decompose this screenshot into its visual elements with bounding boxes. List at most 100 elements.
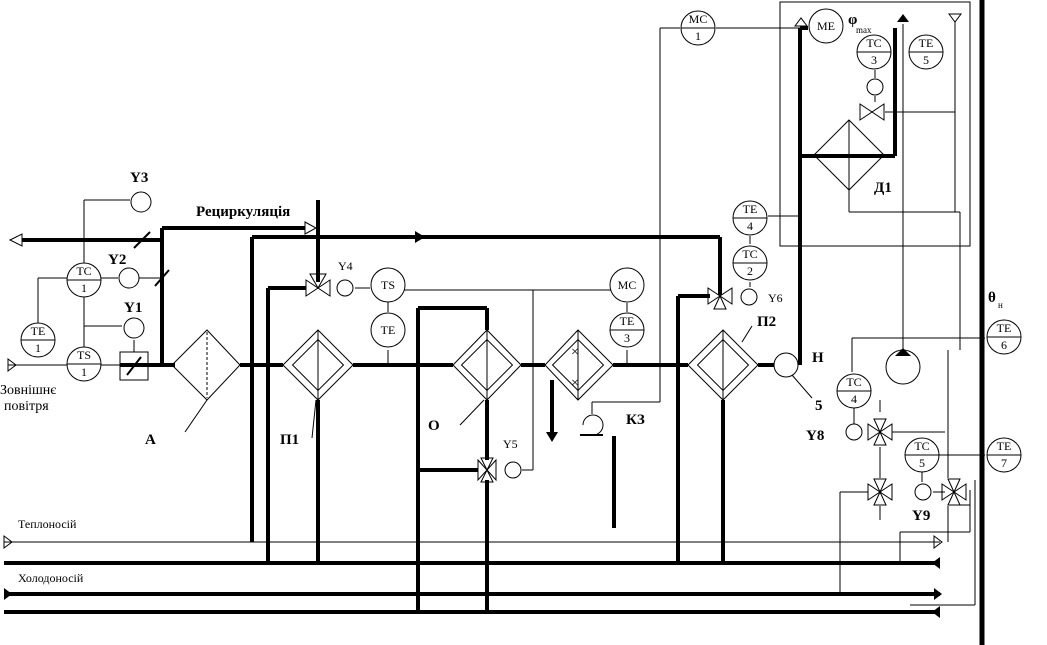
instrument-te6: TE 6	[986, 319, 1022, 355]
svg-text:5: 5	[919, 456, 925, 470]
y5-label: Y5	[503, 437, 518, 451]
valve-y9-left	[867, 478, 893, 506]
y9-label: Y9	[912, 508, 930, 524]
svg-text:TE: TE	[620, 314, 635, 328]
valve-y9-right	[941, 478, 967, 506]
actuator-y3	[130, 191, 152, 213]
svg-text:TE: TE	[381, 323, 396, 337]
instrument-ts1: TS 1	[66, 346, 102, 382]
svg-text:MC: MC	[618, 278, 637, 292]
heater-p1	[282, 200, 354, 562]
instrument-tc1: TC 1	[66, 262, 102, 298]
y6-label: Y6	[768, 291, 783, 305]
svg-text:TC: TC	[76, 264, 91, 278]
instrument-tc5: TC 5	[904, 437, 940, 473]
svg-text:TE: TE	[743, 202, 758, 216]
svg-text:TC: TC	[742, 247, 757, 261]
fan-h	[773, 352, 813, 399]
svg-text:1: 1	[81, 281, 87, 295]
y2-label: Y2	[108, 252, 126, 268]
carrier-lines	[3, 286, 943, 618]
humidifier-k3: × ×	[544, 329, 660, 528]
unit-a-label: А	[145, 432, 156, 448]
svg-text:TC: TC	[866, 36, 881, 50]
svg-text:×: ×	[571, 345, 579, 360]
recirc-arrow	[304, 221, 318, 235]
actuator-y2	[118, 267, 140, 289]
instrument-tc2: TC 2	[732, 245, 768, 281]
svg-text:TE: TE	[997, 321, 1012, 335]
svg-text:4: 4	[851, 392, 857, 406]
actuator-y4	[336, 279, 354, 297]
exhaust-arrow	[8, 233, 23, 247]
svg-text:1: 1	[35, 341, 41, 355]
actuator-y5	[504, 461, 522, 479]
instrument-me: ME	[808, 8, 844, 44]
instrument-te1: TE 1	[20, 322, 56, 358]
heat-carrier-label: Теплоносій	[18, 517, 77, 531]
svg-text:TE: TE	[31, 324, 46, 338]
damper-y1-top	[154, 269, 170, 287]
recirculation-lines	[8, 221, 722, 542]
actuator-y8	[845, 423, 863, 441]
svg-text:MC: MC	[689, 12, 708, 26]
actuator-y1	[123, 317, 145, 339]
svg-text:1: 1	[695, 29, 701, 43]
actuator-y9	[914, 483, 932, 501]
instrument-te3: TE 3	[609, 312, 645, 348]
svg-text:2: 2	[747, 264, 753, 278]
valve-room	[859, 103, 885, 121]
valve-y8	[867, 418, 893, 446]
instrument-te4: TE 4	[732, 200, 768, 236]
svg-text:×: ×	[571, 376, 579, 391]
svg-text:3: 3	[871, 53, 877, 67]
heater-p2	[676, 294, 759, 562]
cooler-o	[416, 306, 522, 612]
unit-d1-label: Д1	[874, 180, 892, 196]
damper-blade	[126, 356, 142, 376]
phi-subscript: max	[856, 25, 872, 35]
actuator-y6	[740, 288, 758, 306]
svg-text:TS: TS	[381, 278, 395, 292]
y1-label: Y1	[124, 300, 142, 316]
instrument-te-p1: TE	[370, 312, 406, 348]
valve-y5	[477, 457, 497, 483]
svg-text:6: 6	[1001, 338, 1007, 352]
room-box	[779, 1, 971, 350]
svg-text:TE: TE	[919, 36, 934, 50]
recirculation-label: Рециркуляція	[196, 204, 290, 220]
fan-number-label: 5	[815, 398, 823, 414]
svg-text:TE: TE	[997, 439, 1012, 453]
unit-p2-label: П2	[757, 314, 776, 330]
svg-text:ME: ME	[817, 19, 835, 33]
unit-kz-label: КЗ	[626, 412, 645, 428]
valve-y6	[707, 287, 733, 310]
reheater-circuit	[839, 212, 976, 606]
unit-p1-label: П1	[280, 432, 299, 448]
signal-lines	[37, 27, 985, 493]
damper-y2	[133, 231, 151, 249]
instrument-mc1: MC 1	[680, 10, 716, 46]
instrument-tc3: TC 3	[856, 34, 892, 70]
svg-text:TS: TS	[77, 348, 91, 362]
svg-text:4: 4	[747, 219, 753, 233]
outdoor-air-label-2: повітря	[4, 399, 49, 414]
cold-carrier-label: Холодоносій	[18, 571, 84, 585]
y4-label: Y4	[338, 259, 353, 273]
unit-o-label: О	[428, 418, 440, 434]
svg-text:3: 3	[624, 331, 630, 345]
theta-subscript: н	[998, 300, 1003, 310]
actuator-room	[866, 78, 884, 96]
filter-a	[171, 329, 241, 433]
instrument-mc: MC	[609, 267, 645, 303]
svg-text:5: 5	[923, 53, 929, 67]
svg-text:7: 7	[1001, 456, 1007, 470]
return-air-arrow	[415, 231, 425, 243]
outdoor-air-inlet-arrow	[7, 358, 17, 372]
outdoor-air-label-1: Зовнішнє	[0, 383, 56, 398]
unit-h-label: Н	[812, 350, 824, 366]
phi-label: φ	[848, 12, 857, 28]
valve-y4	[305, 273, 331, 297]
